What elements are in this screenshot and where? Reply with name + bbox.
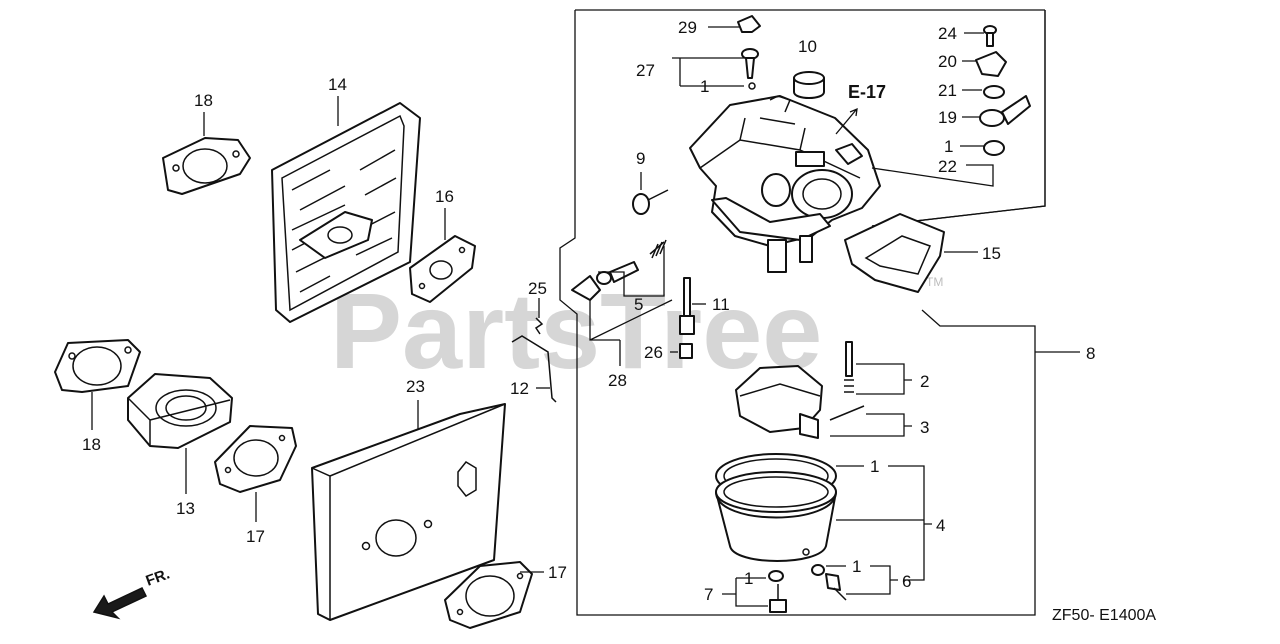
callout-18-top: 18 [194,91,213,110]
callout-19: 19 [938,108,957,127]
screw-27 [741,48,759,79]
assembly-frame [559,9,1046,616]
callout-4: 4 [936,516,945,535]
callout-21: 21 [938,81,957,100]
float-assembly [735,365,823,439]
callout-25: 25 [528,279,547,298]
direction-label: FR. [144,566,173,590]
gasket-18-lower [54,339,141,393]
washer-1-top [748,82,756,90]
fitting-26 [679,343,693,359]
gasket-17-left [214,425,297,493]
screw-24 [983,25,997,47]
callout-14: 14 [328,75,347,94]
gasket-15 [844,213,945,293]
callout-5: 5 [634,295,643,314]
guide-plate-23 [311,403,506,621]
callout-17-bottom: 17 [548,563,567,582]
callout-3: 3 [920,418,929,437]
callout-24: 24 [938,24,957,43]
callout-17-left: 17 [246,527,265,546]
needle-valve-2 [844,341,854,393]
callout-10: 10 [798,37,817,56]
gasket-16 [409,235,476,303]
collar-22 [983,140,1005,156]
callout-7: 7 [704,585,713,604]
callout-1-right: 1 [944,137,953,156]
callout-6: 6 [902,572,911,591]
trademark-text: TM [926,275,943,289]
callout-27: 27 [636,61,655,80]
cap-29 [737,15,761,33]
callout-15: 15 [982,244,1001,263]
washer-21 [983,85,1005,99]
carburetor-body [689,95,881,273]
callout-26: 26 [644,343,663,362]
callout-23: 23 [406,377,425,396]
callout-12: 12 [510,379,529,398]
clip-25 [534,317,544,335]
callout-1-bolt6: 1 [852,557,861,576]
cap-10 [793,71,825,99]
gasket-18-upper [162,137,251,195]
float-bowl-4 [715,471,837,562]
assembly-outline [871,10,1046,227]
gasket-17-bottom [444,561,533,629]
callout-29: 29 [678,18,697,37]
callout-9: 9 [636,149,645,168]
reference-label: E-17 [848,82,886,102]
insulator-13 [127,373,233,449]
callout-13: 13 [176,499,195,518]
plate-20 [975,51,1007,77]
leader-lines [91,26,1080,607]
screw-9 [632,189,669,215]
callout-11: 11 [712,295,730,314]
callout-1-bolt7: 1 [744,569,753,588]
callout-2: 2 [920,372,929,391]
drawing-code: ZF50- E1400A [1052,607,1156,624]
callout-16: 16 [435,187,454,206]
direction-arrow [92,587,148,620]
callout-8: 8 [1086,344,1095,363]
bowl-bolt-7 [768,570,787,613]
callout-22: 22 [938,157,957,176]
drain-bolt-6 [811,564,847,601]
callout-18-bottom: 18 [82,435,101,454]
callout-20: 20 [938,52,957,71]
callout-28: 28 [608,371,627,390]
rod-12 [511,335,557,403]
clamp-28 [571,275,601,301]
callout-1-oring: 1 [870,457,879,476]
ref-arrow [835,107,858,135]
callout-1-top: 1 [700,77,709,96]
float-pin-3 [829,405,865,421]
plate-14 [271,102,421,323]
lever-19 [979,95,1031,127]
pin-11 [679,277,695,335]
callouts: 29 10 24 27 1 20 E-17 21 19 1 22 9 18 14… [82,18,1156,624]
